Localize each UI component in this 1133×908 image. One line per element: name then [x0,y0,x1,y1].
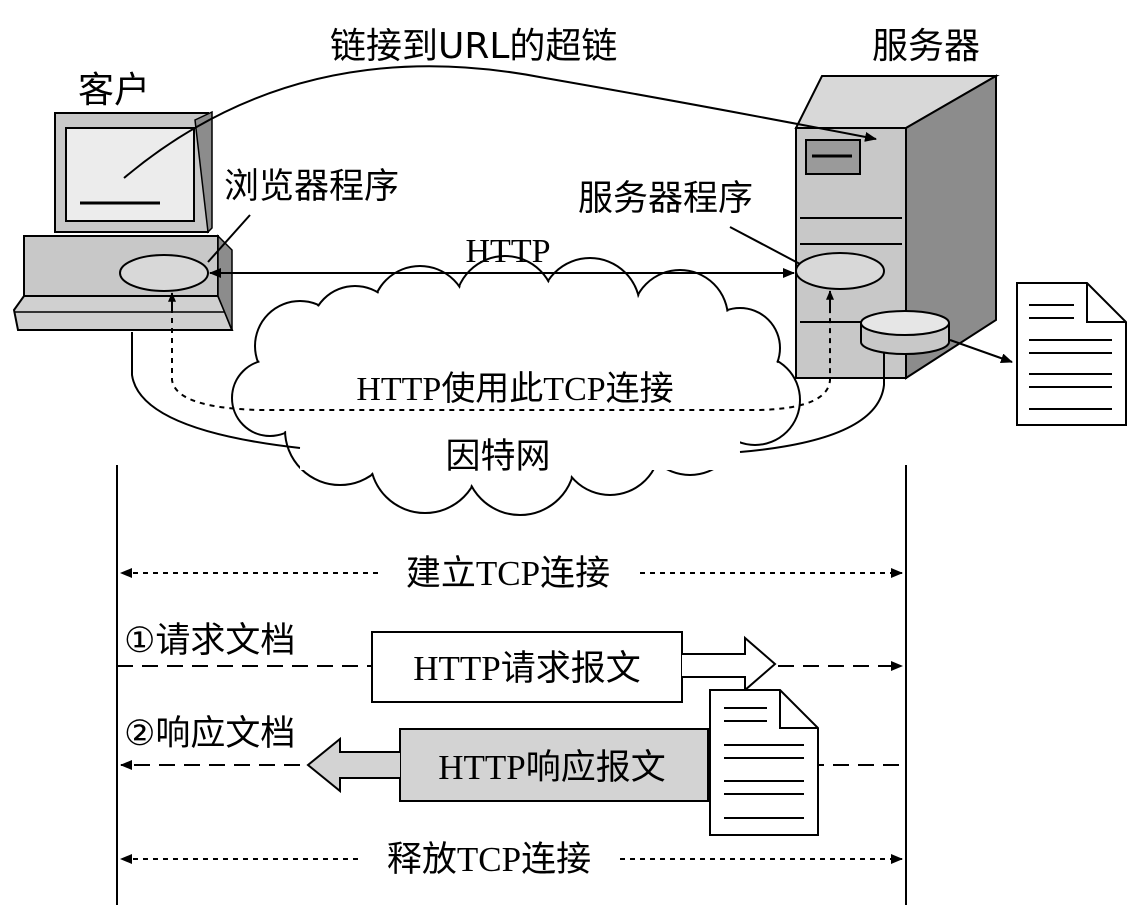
establish-tcp-label: 建立TCP连接 [406,554,610,593]
release-tcp-label: 释放TCP连接 [387,840,591,879]
http-label: HTTP [466,233,551,270]
browser-program-label: 浏览器程序 [224,167,399,207]
internet-label: 因特网 [445,437,550,477]
disk-to-document-arrow [949,339,1013,364]
http-request-label: HTTP请求报文 [413,649,641,688]
http-response-label: HTTP响应报文 [438,748,666,787]
web-document-icon [1016,282,1127,426]
client-label: 客户 [78,70,150,111]
tcp-connection-dotted-path [171,298,831,411]
internet-cloud-fill [233,257,799,514]
browser-program-ellipse [119,254,209,292]
tcp-connection-label: HTTP使用此TCP连接 [356,370,673,408]
hyperlink-label: 链接到URL的超链 [330,26,617,67]
client-network-cable [131,332,301,449]
hyperlink-curve-arrow [123,65,877,179]
server-network-cable [739,352,885,453]
response-hollow-arrow [306,736,400,794]
server-program-ellipse [795,252,885,290]
server-label: 服务器 [872,26,980,67]
server-program-label: 服务器程序 [578,179,753,219]
disk-icon [860,310,950,355]
http-request-box [371,631,683,703]
browser-label-leader [207,214,251,263]
server-label-leader [729,226,801,265]
request-doc-label: ①请求文档 [124,621,295,661]
response-doc-label: ②响应文档 [124,714,295,754]
request-hollow-arrow [682,635,777,693]
client-computer-icon [12,110,234,331]
response-document-icon [709,689,819,836]
